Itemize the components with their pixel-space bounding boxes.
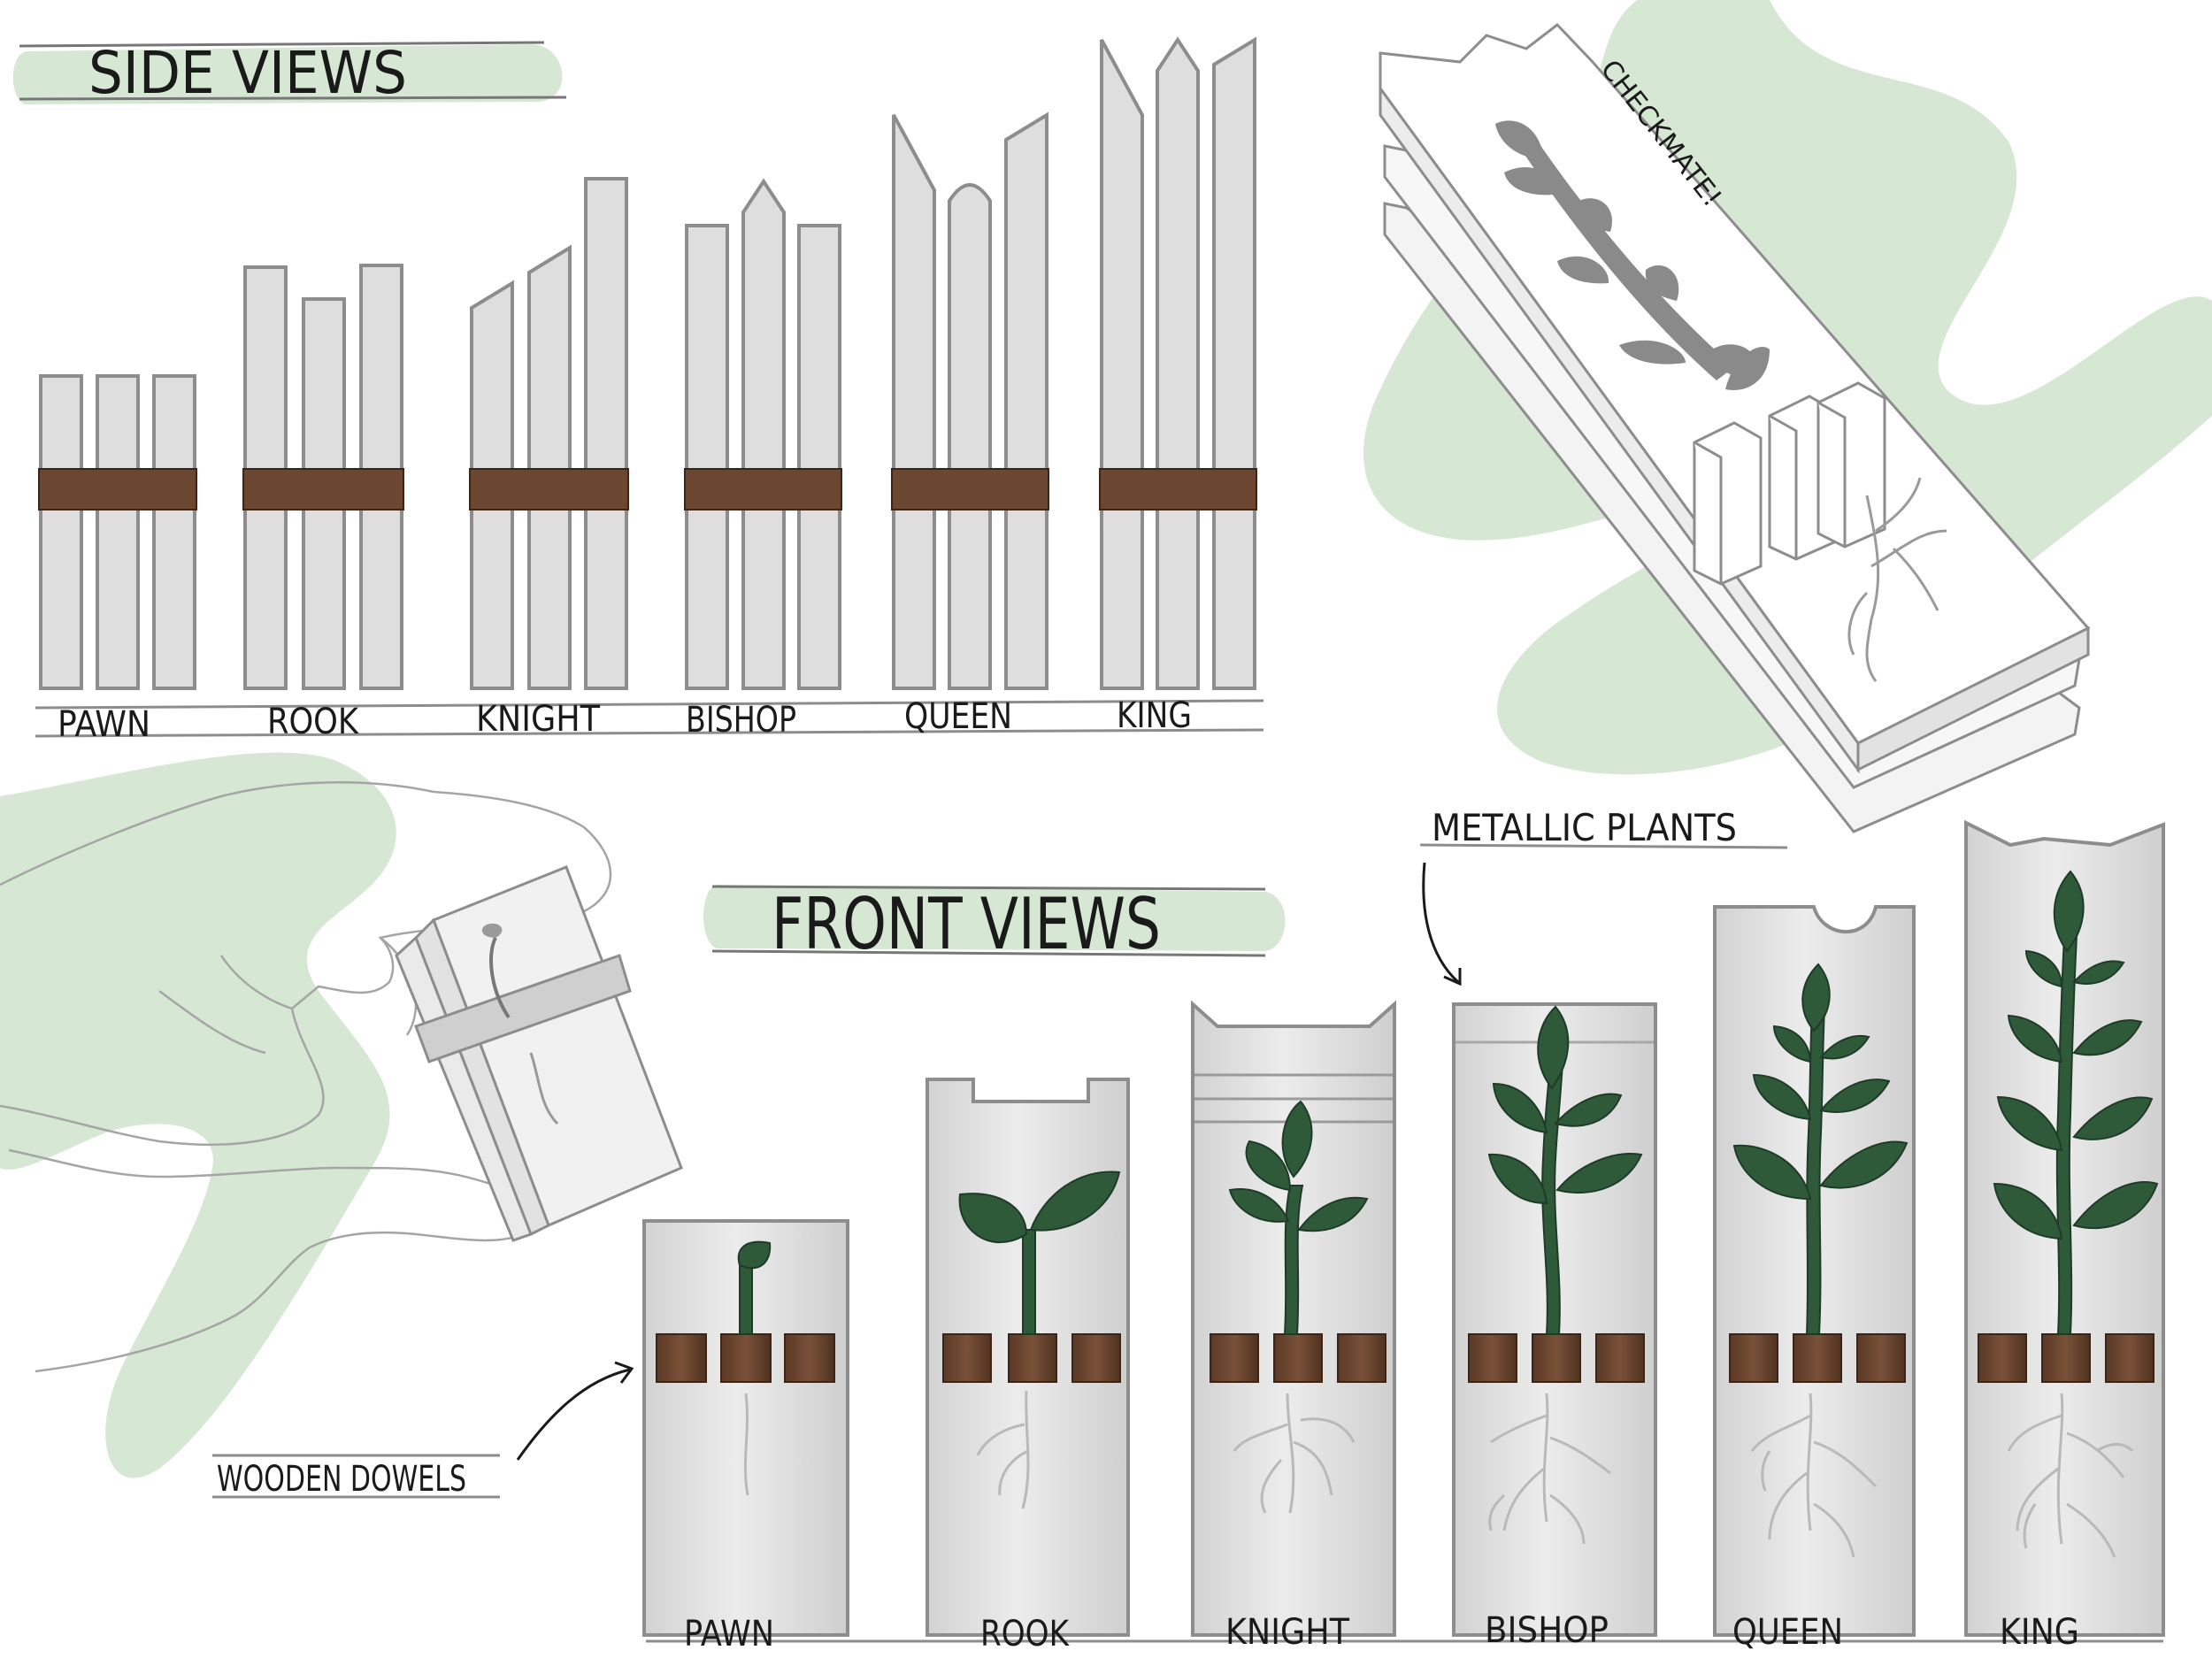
front-label-pawn: PAWN [684,1614,774,1654]
front-plants [737,870,2159,1335]
front-label-bishop: BISHOP [1485,1610,1609,1651]
isometric-board: CHECKMATE! [1379,22,2091,833]
side-view-pawn [38,374,197,690]
side-label-bishop: BISHOP [686,700,796,741]
side-dowel-band [684,468,842,510]
side-slat [948,183,992,690]
side-views-highlight [12,44,563,104]
side-view-king [1099,36,1257,690]
side-slat [1212,36,1256,690]
front-dowels [656,1333,2154,1383]
side-view-bishop [684,178,842,690]
side-slat [39,374,83,690]
side-dowel-band [469,468,629,510]
wooden-dowels-callout: WOODEN DOWELS [212,1361,634,1500]
side-label-knight: KNIGHT [476,699,601,740]
side-slat [584,177,628,690]
side-dowel-band [1099,468,1257,510]
side-slat [96,374,140,690]
plant-queen [1732,963,1909,1335]
side-slat [741,178,786,690]
green-wash-left [0,752,396,1478]
front-label-queen: QUEEN [1732,1612,1843,1653]
board-right-edge-face [1856,626,2090,772]
wooden-dowels-arrow [516,1368,631,1461]
side-view-knight [469,177,629,690]
iso-roots [1847,477,1947,682]
front-label-rook: ROOK [980,1614,1071,1654]
side-label-queen: QUEEN [904,696,1012,737]
green-wash-left-2 [0,794,221,920]
side-slat [1100,39,1144,690]
side-label-pawn: PAWN [58,704,150,745]
plant-rook [958,1171,1121,1335]
side-views-heading: SIDE VIEWS [12,39,567,107]
held-piece [395,865,683,1242]
side-label-rook: ROOK [267,702,360,742]
side-slat [797,224,841,690]
side-slat [1156,36,1200,690]
metal-sprig-silhouette [1495,120,1770,390]
front-views-highlight [703,885,1286,951]
front-views-group: PAWN ROOK KNIGHT BISHOP QUEEN KING [642,819,2165,1654]
metallic-plants-arrow [1422,862,1460,984]
side-slat [685,224,729,690]
side-slat [152,374,196,690]
side-dowel-band [891,468,1049,510]
plant-knight [1228,1100,1369,1335]
wooden-dowels-label: WOODEN DOWELS [217,1459,466,1500]
side-views-baseline: PAWN ROOK KNIGHT BISHOP QUEEN KING [35,695,1264,745]
front-label-king: KING [2000,1612,2079,1653]
plant-bishop [1487,1005,1643,1335]
side-dowel-band [242,468,404,510]
side-view-rook [242,264,404,690]
plant-king [1993,870,2159,1335]
metallic-plants-label: METALLIC PLANTS [1432,806,1737,849]
side-label-king: KING [1117,695,1192,736]
side-views-group [38,36,1257,690]
side-view-queen [891,111,1049,690]
front-roots [743,1390,2134,1558]
front-label-knight: KNIGHT [1225,1612,1350,1653]
side-slat [1004,111,1048,690]
side-dowel-band [38,468,197,510]
side-views-title: SIDE VIEWS [88,39,407,107]
front-views-heading: FRONT VIEWS [703,883,1286,965]
metallic-plants-callout: METALLIC PLANTS [1419,806,1788,986]
plant-pawn [737,1240,772,1335]
front-views-title: FRONT VIEWS [772,883,1161,965]
side-slat [892,114,936,690]
